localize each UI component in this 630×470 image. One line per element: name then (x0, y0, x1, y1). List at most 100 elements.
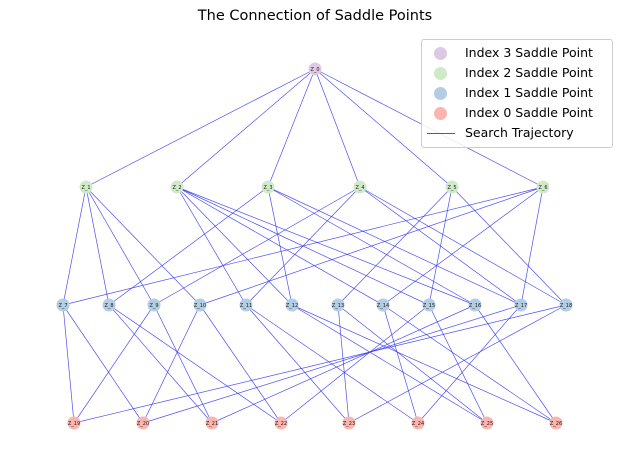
edge-Z_10-Z_20 (142, 304, 201, 424)
edge-Z_11-Z_23 (245, 304, 350, 424)
svg-text:Z_17: Z_17 (515, 303, 527, 309)
edge-Z_8-Z_21 (108, 304, 213, 424)
node-z-7: Z_7 (56, 298, 70, 312)
node-z-18: Z_18 (559, 298, 573, 312)
svg-text:Z_12: Z_12 (286, 303, 298, 309)
svg-text:Z_22: Z_22 (275, 421, 287, 427)
trajectory-line-icon (427, 133, 455, 134)
edge-Z_16-Z_26 (474, 304, 557, 424)
edge-Z_3-Z_17 (267, 186, 522, 306)
node-z-11: Z_11 (239, 298, 253, 312)
edge-Z_3-Z_8 (108, 186, 269, 306)
index0-marker-icon (434, 107, 447, 120)
svg-text:Z_20: Z_20 (137, 421, 149, 427)
edge-Z_2-Z_16 (176, 186, 476, 306)
svg-text:Z_19: Z_19 (68, 421, 80, 427)
svg-text:Z_0: Z_0 (310, 67, 319, 73)
edge-Z_18-Z_23 (348, 304, 567, 424)
svg-text:Z_26: Z_26 (550, 421, 562, 427)
edge-Z_9-Z_19 (73, 304, 155, 424)
edge-Z_1-Z_10 (85, 186, 201, 306)
svg-text:Z_11: Z_11 (240, 303, 252, 309)
node-z-8: Z_8 (102, 298, 116, 312)
edge-Z_12-Z_26 (291, 304, 557, 424)
svg-text:Z_23: Z_23 (343, 421, 355, 427)
legend-item-index2: Index 2 Saddle Point (422, 64, 612, 84)
node-z-21: Z_21 (205, 416, 219, 430)
svg-text:Z_21: Z_21 (206, 421, 218, 427)
edge-Z_6-Z_10 (199, 186, 544, 306)
legend-item-index3: Index 3 Saddle Point (422, 44, 612, 64)
search-trajectory-edges (62, 68, 567, 424)
legend-item-index1: Index 1 Saddle Point (422, 84, 612, 104)
edge-Z_7-Z_19 (62, 304, 75, 424)
node-z-23: Z_23 (342, 416, 356, 430)
edge-Z_8-Z_22 (108, 304, 282, 424)
edge-Z_16-Z_21 (211, 304, 476, 424)
svg-text:Z_18: Z_18 (560, 303, 572, 309)
svg-text:Z_10: Z_10 (194, 303, 206, 309)
node-z-25: Z_25 (480, 416, 494, 430)
node-z-16: Z_16 (468, 298, 482, 312)
edge-Z_6-Z_17 (520, 186, 544, 306)
node-z-24: Z_24 (411, 416, 425, 430)
node-z-4: Z_4 (353, 180, 367, 194)
node-z-14: Z_14 (376, 298, 390, 312)
node-z-15: Z_15 (422, 298, 436, 312)
svg-text:Z_8: Z_8 (104, 303, 113, 309)
index1-marker-icon (434, 87, 447, 100)
edge-Z_9-Z_21 (153, 304, 213, 424)
edge-Z_7-Z_20 (62, 304, 144, 424)
index3-marker-icon (434, 47, 447, 60)
edge-Z_17-Z_20 (142, 304, 522, 424)
node-z-3: Z_3 (261, 180, 275, 194)
svg-text:Z_6: Z_6 (538, 185, 547, 191)
svg-text:Z_2: Z_2 (172, 185, 181, 191)
edge-Z_5-Z_18 (451, 186, 567, 306)
edge-Z_5-Z_15 (428, 186, 453, 306)
node-z-10: Z_10 (193, 298, 207, 312)
svg-text:Z_25: Z_25 (481, 421, 493, 427)
node-z-13: Z_13 (331, 298, 345, 312)
edge-Z_1-Z_7 (62, 186, 87, 306)
node-z-12: Z_12 (285, 298, 299, 312)
svg-text:Z_3: Z_3 (263, 185, 272, 191)
edge-Z_3-Z_12 (267, 186, 293, 306)
edge-Z_2-Z_11 (176, 186, 247, 306)
edge-Z_1-Z_9 (85, 186, 155, 306)
svg-text:Z_9: Z_9 (149, 303, 158, 309)
svg-text:Z_7: Z_7 (58, 303, 67, 309)
edge-Z_17-Z_24 (417, 304, 522, 424)
edge-Z_6-Z_7 (62, 186, 544, 306)
edge-Z_0-Z_5 (314, 68, 453, 188)
edge-Z_18-Z_19 (73, 304, 567, 424)
edge-Z_15-Z_22 (280, 304, 430, 424)
node-z-0: Z_0 (308, 62, 322, 76)
edge-Z_0-Z_3 (267, 68, 316, 188)
svg-text:Z_5: Z_5 (447, 185, 456, 191)
node-z-19: Z_19 (67, 416, 81, 430)
node-z-9: Z_9 (147, 298, 161, 312)
index2-marker-icon (434, 67, 447, 80)
edge-Z_6-Z_14 (382, 186, 544, 306)
edge-Z_5-Z_13 (337, 186, 453, 306)
svg-text:Z_1: Z_1 (81, 185, 90, 191)
legend-item-index0: Index 0 Saddle Point (422, 104, 612, 124)
edge-Z_12-Z_25 (291, 304, 488, 424)
legend: Index 3 Saddle Point Index 2 Saddle Poin… (421, 39, 613, 148)
edge-Z_13-Z_25 (337, 304, 488, 424)
legend-item-trajectory: Search Trajectory (422, 124, 612, 144)
edge-Z_4-Z_9 (153, 186, 361, 306)
edge-Z_1-Z_8 (85, 186, 110, 306)
edge-Z_10-Z_22 (199, 304, 282, 424)
edge-Z_0-Z_2 (176, 68, 316, 188)
svg-text:Z_15: Z_15 (423, 303, 435, 309)
node-z-6: Z_6 (536, 180, 550, 194)
node-z-26: Z_26 (549, 416, 563, 430)
edge-Z_0-Z_4 (314, 68, 361, 188)
edge-Z_0-Z_1 (85, 68, 316, 188)
node-z-17: Z_17 (514, 298, 528, 312)
svg-text:Z_13: Z_13 (332, 303, 344, 309)
